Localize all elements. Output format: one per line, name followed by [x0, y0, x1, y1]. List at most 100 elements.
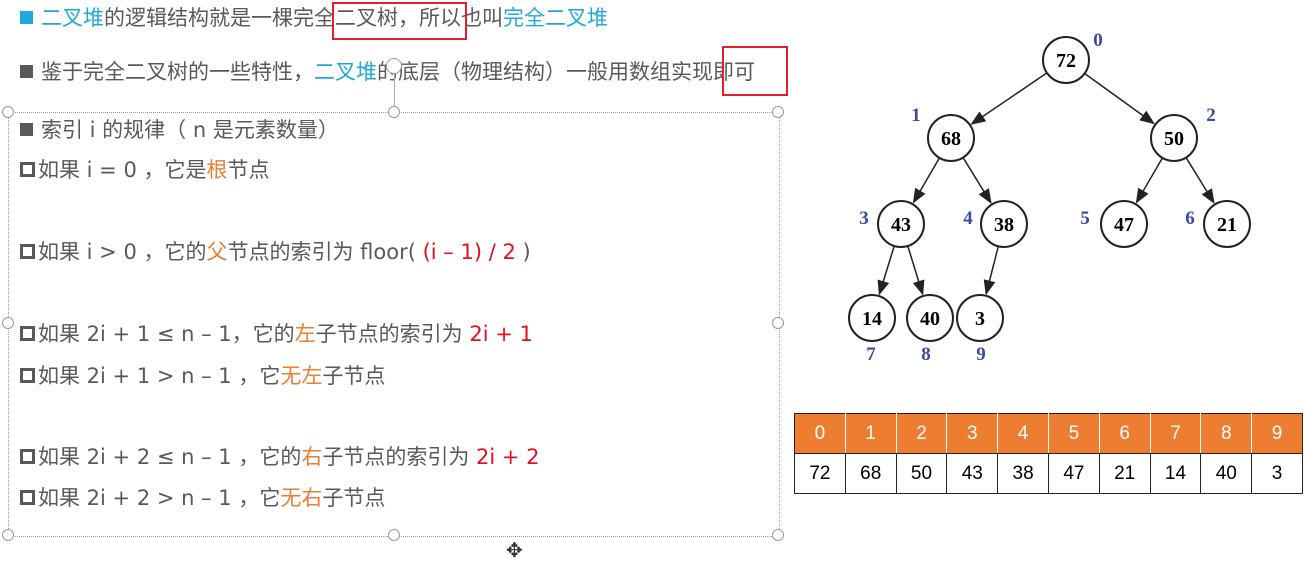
text-segment: 子节点的索引为 — [315, 322, 470, 346]
array-value-cell: 47 — [1047, 453, 1100, 494]
text-segment: 二叉堆 — [314, 60, 377, 84]
tree-node — [1150, 114, 1198, 162]
tree-edge — [907, 245, 925, 296]
resize-handle[interactable] — [388, 106, 400, 118]
text-segment: 二叉堆 — [41, 6, 104, 30]
text-segment: 实现即可 — [671, 60, 755, 84]
text-segment: 如果 2i + 2 > n – 1 ，它 — [38, 486, 281, 510]
text-segment: 子节点 — [322, 486, 386, 510]
text-line: 如果 i > 0 ，它的父节点的索引为 floor( (i – 1) / 2 ) — [20, 238, 531, 266]
tree-node-index: 1 — [911, 105, 921, 126]
array-index-cell: 6 — [1098, 413, 1151, 454]
text-line: 如果 2i + 2 > n – 1 ，它无右子节点 — [20, 484, 385, 512]
bullet-icon — [20, 244, 35, 259]
text-segment: 如果 2i + 2 ≤ n – 1 ，它的 — [38, 445, 302, 469]
text-segment: 鉴于完全二叉树的一些特性， — [41, 60, 314, 84]
tree-edge — [912, 157, 941, 204]
move-cursor-icon: ✥ — [506, 538, 523, 562]
bullet-icon — [20, 449, 35, 464]
array-index-cell: 7 — [1149, 413, 1202, 454]
tree-node — [1042, 36, 1090, 84]
highlight-box-complete-binary-tree — [332, 2, 467, 40]
text-segment: 如果 i > 0 ，它的 — [38, 240, 207, 264]
tree-node-index: 3 — [859, 208, 869, 229]
tree-node — [980, 200, 1028, 248]
array-value-cell: 40 — [1200, 453, 1253, 494]
array-index-cell: 1 — [844, 413, 897, 454]
text-segment: 索引 i 的规律（ n 是元素数量） — [41, 118, 339, 142]
text-segment: ) — [515, 240, 531, 264]
text-segment: 根 — [206, 158, 228, 182]
text-segment: 完全二叉堆 — [503, 6, 608, 30]
array-value-cell: 50 — [895, 453, 948, 494]
text-segment: 节点 — [227, 158, 270, 182]
text-segment: (i – 1) / 2 — [422, 240, 516, 264]
tree-node-index: 7 — [866, 344, 876, 365]
tree-node-value: 3 — [975, 308, 985, 330]
text-segment: ，所以也叫 — [398, 6, 503, 30]
text-segment: 数组 — [629, 60, 671, 84]
tree-node-index: 0 — [1093, 30, 1103, 51]
tree-node-value: 40 — [920, 308, 940, 330]
tree-node-index: 5 — [1080, 208, 1090, 229]
array-value-cell: 38 — [997, 453, 1049, 494]
bullet-icon — [20, 162, 35, 177]
text-line: 如果 i = 0 ，它是根节点 — [20, 156, 270, 184]
text-segment: 左 — [294, 322, 316, 346]
array-index-cell: 5 — [1047, 413, 1100, 454]
text-segment: 的逻辑结构就是一棵 — [104, 6, 293, 30]
resize-handle[interactable] — [2, 106, 14, 118]
tree-node — [848, 294, 896, 342]
tree-edge — [877, 245, 895, 296]
tree-edge — [962, 157, 992, 204]
text-segment: 2i + 2 — [476, 445, 540, 469]
resize-handle[interactable] — [772, 106, 784, 118]
array-index-cell: 4 — [997, 413, 1049, 454]
tree-node-value: 47 — [1114, 214, 1134, 236]
text-segment: 完全二叉树 — [293, 6, 398, 30]
tree-node-index: 4 — [963, 208, 973, 229]
tree-node — [877, 200, 925, 248]
resize-handle[interactable] — [772, 317, 784, 329]
tree-edge — [1185, 157, 1215, 204]
array-index-cell: 8 — [1200, 413, 1253, 454]
tree-node-value: 43 — [891, 214, 911, 236]
tree-node — [906, 294, 954, 342]
text-segment: 节点的索引为 floor( — [227, 240, 423, 264]
array-value-cell: 14 — [1149, 453, 1202, 494]
bullet-icon — [20, 326, 35, 341]
tree-node-index: 2 — [1206, 105, 1216, 126]
text-segment: 子节点 — [322, 364, 386, 388]
text-segment: 的底层（物理结构）一般用 — [377, 60, 629, 84]
text-segment: 无右 — [280, 486, 323, 510]
bullet-icon — [20, 11, 33, 24]
array-value-cell: 72 — [794, 453, 846, 494]
resize-handle[interactable] — [2, 317, 14, 329]
text-segment: 子节点的索引为 — [322, 445, 477, 469]
resize-handle[interactable] — [2, 529, 14, 541]
array-index-cell: 3 — [946, 413, 999, 454]
text-segment: 如果 i = 0 ，它是 — [38, 158, 207, 182]
resize-handle[interactable] — [772, 529, 784, 541]
tree-node-value: 72 — [1056, 50, 1076, 72]
rotation-handle[interactable] — [386, 58, 402, 74]
tree-edge — [1084, 72, 1155, 125]
tree-node — [1203, 200, 1251, 248]
rotation-line — [394, 70, 395, 112]
text-line: 如果 2i + 1 ≤ n – 1，它的左子节点的索引为 2i + 1 — [20, 320, 533, 348]
tree-edge — [983, 246, 1000, 296]
text-segment: 2i + 1 — [469, 322, 533, 346]
text-segment: 父 — [206, 240, 228, 264]
bullet-icon — [20, 368, 35, 383]
array-index-cell: 0 — [794, 413, 846, 454]
text-line: 如果 2i + 1 > n – 1 ，它无左子节点 — [20, 362, 385, 390]
bullet-icon — [20, 490, 35, 505]
resize-handle[interactable] — [388, 529, 400, 541]
tree-node-index: 9 — [976, 344, 986, 365]
text-segment: 如果 2i + 1 > n – 1 ，它 — [38, 364, 281, 388]
highlight-box-array — [722, 46, 788, 96]
text-line: 索引 i 的规律（ n 是元素数量） — [20, 116, 339, 144]
